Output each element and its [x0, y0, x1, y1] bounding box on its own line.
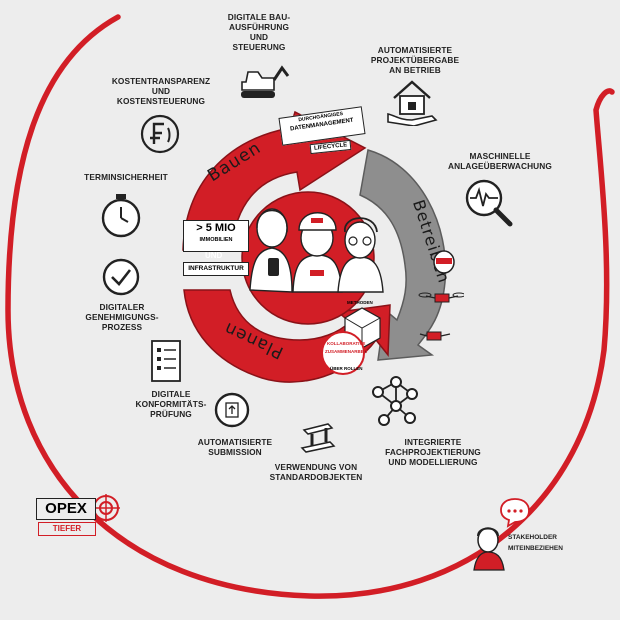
- chat-bubble-icon: [500, 498, 530, 528]
- methoden-label: METHODEN: [347, 300, 373, 305]
- rail-profile-icon: [300, 423, 336, 453]
- ueber-rollen-label: ÜBER ROLLEN: [330, 366, 363, 371]
- tiefer-text: TIEFER: [38, 522, 96, 536]
- center-badge-value: > 5 MIO: [196, 222, 236, 234]
- center-badge-sub: IMMOBILIEN: [199, 237, 233, 243]
- stakeholder-line1: STAKEHOLDER: [508, 534, 557, 541]
- label-projektuebergabe: AUTOMATISIERTE PROJEKTÜBERGABE AN BETRIE…: [370, 45, 460, 75]
- handshake-badge: [321, 331, 365, 375]
- opex-logo: OPEX TIEFER: [36, 492, 128, 544]
- label-kostentransparenz: KOSTENTRANSPARENZ UND KOSTENSTEUERUNG: [111, 76, 211, 106]
- stopwatch-icon: [101, 194, 141, 238]
- upload-circle-icon: [214, 392, 250, 428]
- center-badge: > 5 MIO IMMOBILIEN: [183, 220, 249, 252]
- house-hand-icon: [387, 80, 438, 126]
- label-fachprojektierung: INTEGRIERTE FACHPROJEKTIERUNG UND MODELL…: [385, 437, 481, 467]
- label-submission: AUTOMATISIERTE SUBMISSION: [197, 437, 273, 457]
- label-terminsicherheit: TERMINSICHERHEIT: [84, 172, 168, 182]
- magnifier-pulse-icon: [465, 179, 513, 227]
- drone-icon: [418, 250, 464, 341]
- checklist-icon: [151, 340, 181, 382]
- stakeholder-line2: MITEINBEZIEHEN: [508, 545, 563, 552]
- label-konformitaet: DIGITALE KONFORMITÄTS- PRÜFUNG: [135, 389, 207, 419]
- excavator-icon: [241, 65, 290, 98]
- label-digitale-bau: DIGITALE BAU- AUSFÜHRUNG UND STEUERUNG: [227, 12, 291, 52]
- kollaboration-label: KOLLABORATIVE: [327, 341, 366, 346]
- label-genehmigung: DIGITALER GENEHMIGUNGS- PROZESS: [85, 302, 159, 332]
- betreiben-arrow: [359, 149, 447, 361]
- franc-coin-icon: [140, 114, 180, 154]
- label-standardobjekte: VERWENDUNG VON STANDARDOBJEKTEN: [269, 462, 363, 482]
- label-anlagenueberwachung: MASCHINELLE ANLAGEÜBERWACHUNG: [448, 151, 552, 171]
- opex-text: OPEX: [36, 498, 96, 520]
- people-group: [249, 208, 384, 293]
- center-und: UND: [205, 251, 223, 260]
- stakeholder-avatar: [473, 527, 505, 571]
- center-infra: INFRASTRUKTUR: [183, 262, 249, 276]
- network-icon: [372, 376, 418, 426]
- checkmark-circle-icon: [102, 258, 140, 296]
- zusammenarbeit-label: ZUSAMMENARBEIT: [325, 349, 368, 354]
